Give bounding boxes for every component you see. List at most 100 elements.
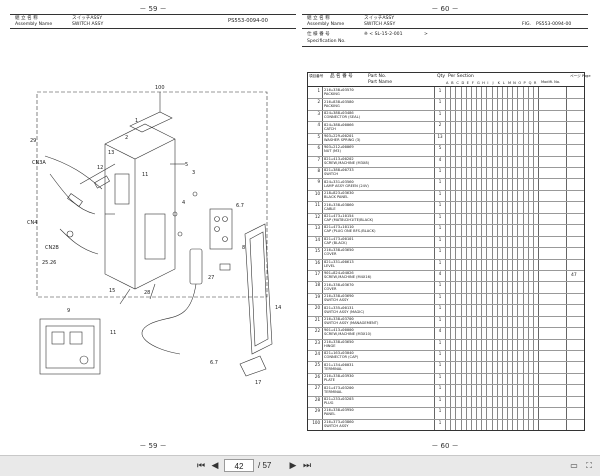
- quantity: 4: [438, 270, 442, 276]
- row-divider: [308, 361, 584, 363]
- quantity: 1: [438, 350, 442, 356]
- item-number: 10: [314, 190, 320, 196]
- spec-label-en: Specification No.: [307, 39, 346, 44]
- part-name: CONNECTOR (CAP): [324, 355, 359, 360]
- item-number: 4: [317, 122, 320, 128]
- right-page: － 60 － 組 立 名 称 Assembly Name スイッチASSY SW…: [302, 5, 591, 450]
- row-divider: [308, 155, 584, 157]
- row-divider: [308, 144, 584, 146]
- last-page-icon[interactable]: ⏭: [302, 461, 312, 471]
- part-number: 216+338+03690: [324, 293, 354, 299]
- item-number: 28: [314, 396, 320, 402]
- item-number: 18: [314, 282, 320, 288]
- window-icon[interactable]: ▭: [570, 461, 578, 470]
- part-name: SWITCH ASSY (MANAGEMENT): [324, 320, 379, 325]
- row-divider: [308, 224, 584, 226]
- row-divider: [308, 372, 584, 374]
- page-number-top: － 60 －: [431, 5, 459, 13]
- row-divider: [308, 315, 584, 317]
- table-header: 項目番号 品 名 番 号 Part No. Part Name Qty Per …: [307, 72, 591, 86]
- header-part-no-jp: 品 名 番 号: [330, 74, 353, 79]
- screw-a: [172, 211, 178, 217]
- item-number: 23: [314, 339, 320, 345]
- switch-box-edge: [104, 138, 176, 160]
- row-divider: [308, 418, 584, 420]
- nut-block: [219, 263, 231, 271]
- callout-9: 8: [242, 245, 245, 251]
- leader-29: [149, 283, 156, 300]
- section-column-letter: Q: [528, 81, 532, 85]
- part-name: PACKING: [324, 103, 340, 108]
- assembly-name-en: SWITCH ASSY: [72, 22, 104, 27]
- part-name: HINGE: [324, 343, 336, 348]
- quantity: 4: [438, 156, 442, 162]
- item-number: 15: [314, 248, 320, 254]
- prev-page-icon[interactable]: ◀: [211, 461, 219, 471]
- connector-13: [94, 175, 110, 189]
- part-name: CONNECTOR (SEAL): [324, 115, 360, 120]
- inset-panel: [45, 325, 95, 369]
- section-column-letter: K: [497, 81, 501, 85]
- part-name: PLATE: [324, 378, 335, 383]
- cable-top: [79, 163, 116, 185]
- item-number: 9: [317, 179, 320, 185]
- row-divider: [308, 132, 584, 134]
- row-divider: [308, 349, 584, 351]
- part-name: CAP (MAT8U2H1ITE/BLACK): [324, 218, 374, 223]
- section-column-letter: B: [451, 81, 454, 85]
- callout-cn2b: CN4: [27, 220, 37, 226]
- spec-value: ※ < SL-15-2-001: [364, 32, 403, 37]
- quantity: 1: [438, 190, 442, 196]
- first-page-icon[interactable]: ⏮: [196, 461, 206, 471]
- fullscreen-icon[interactable]: ⛶: [586, 461, 592, 470]
- page-number-input[interactable]: 42: [224, 459, 254, 472]
- quantity: 2: [438, 122, 442, 128]
- part-name: CAP (PLUG ONE BFS./BLACK): [324, 229, 376, 234]
- quantity: 1: [438, 419, 442, 425]
- part-name: PANEL: [324, 412, 336, 417]
- box-panel: [114, 173, 130, 205]
- part-number: 216+338+03670: [324, 281, 354, 287]
- assembly-name-label-en: Assembly Name: [15, 22, 53, 27]
- spec-rule: [302, 46, 588, 47]
- section-column-letter: H: [482, 81, 485, 85]
- page-reference: 47: [571, 273, 577, 278]
- item-number: 19: [314, 293, 320, 299]
- switch-box: [104, 123, 176, 290]
- row-divider: [308, 98, 584, 100]
- part-name: LEVEL: [324, 263, 336, 268]
- row-divider: [308, 304, 584, 306]
- part-name: TERMINAL: [324, 389, 343, 394]
- callout-2: 2: [125, 135, 128, 141]
- assembly-name-label-jp: 組 立 名 称: [15, 16, 38, 21]
- part-number: 821+388+00733: [324, 167, 354, 173]
- part-name: COVER: [324, 252, 337, 257]
- callout-11b: 11: [142, 172, 148, 178]
- right-cover-inner: [249, 231, 269, 347]
- part-name: TERMINAL: [324, 366, 343, 371]
- part-number: 216+838+03580: [324, 98, 354, 104]
- quantity: 5: [438, 145, 442, 151]
- header-rule: [302, 14, 588, 15]
- part-number: 903+229+00201: [324, 133, 354, 139]
- quantity: 1: [438, 339, 442, 345]
- row-divider: [308, 384, 584, 386]
- quantity: 1: [438, 385, 442, 391]
- figure-code: PS553-0094-00: [228, 18, 268, 24]
- part-name: NUT (M3): [324, 149, 341, 154]
- callout-4: 4: [182, 200, 185, 206]
- part-name: COVER: [324, 286, 337, 291]
- section-column-letter: R: [533, 81, 537, 85]
- lamp-4: [222, 236, 228, 242]
- section-column-letter: N: [513, 81, 516, 85]
- callout-27-28: 25.26: [42, 260, 56, 266]
- next-page-icon[interactable]: ▶: [289, 461, 297, 471]
